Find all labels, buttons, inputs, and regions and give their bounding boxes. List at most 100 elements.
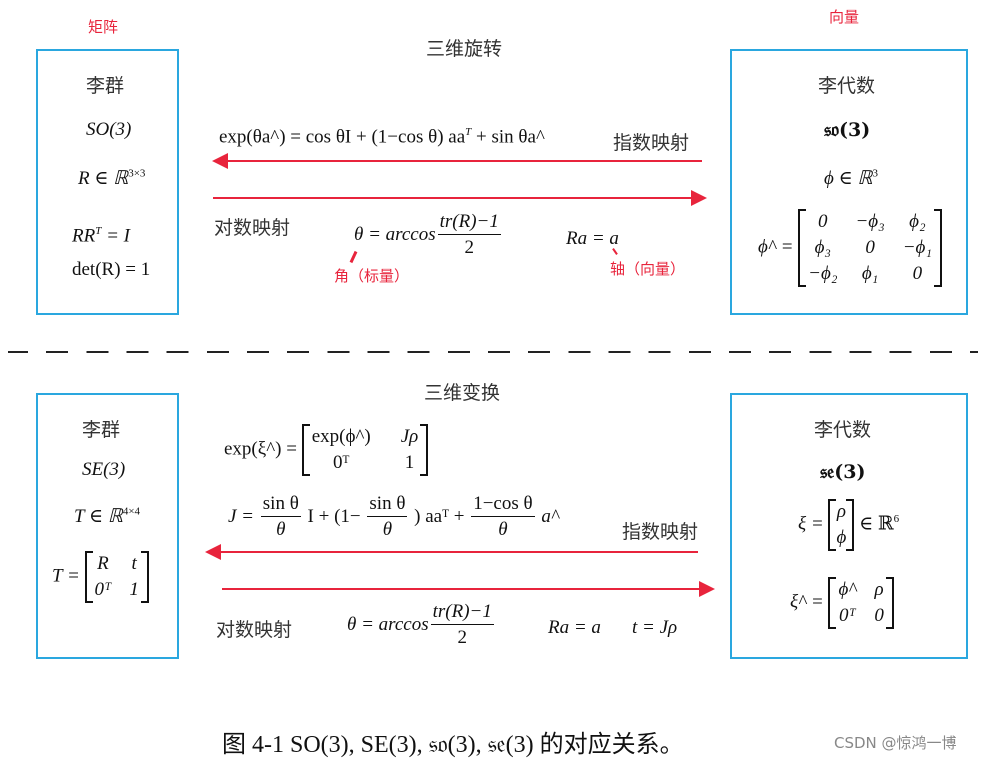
theta-denominator: 2 (464, 237, 474, 258)
matrix-cell: 0ᵀ (94, 579, 112, 600)
matrix-note: 矩阵 (88, 18, 119, 36)
xi-dim: 6 (893, 513, 900, 526)
matrix-cell: −ϕ₃ (855, 211, 885, 232)
angle-note: 角（标量） (334, 267, 410, 285)
determinant: det(R) = 1 (72, 259, 151, 280)
orthogonality: RRT = I (72, 225, 130, 247)
j-lhs: J = (228, 505, 255, 527)
matrix-cell: 1 (404, 452, 415, 473)
exp-map-arrow (212, 153, 702, 169)
matrix-cell: 0 (865, 237, 875, 258)
theta-lhs: θ = arccos (347, 613, 429, 635)
j-mid: I + (1− (307, 505, 361, 527)
vector-cell: ρ (836, 501, 846, 522)
se3-exp-matrix: exp(ϕ^) Jρ 0ᵀ 1 (301, 424, 429, 476)
rrt: RR (72, 225, 96, 247)
matrix-cell: 1 (129, 579, 139, 600)
j-frac2-num: sin θ (367, 492, 408, 517)
theta-denominator: 2 (457, 627, 467, 648)
se3-name: SE(3) (82, 459, 126, 480)
matrix-cell: 0ᵀ (333, 452, 350, 473)
transform-title: 三维变换 (424, 382, 501, 404)
xi-hat-lhs: ξ^ = (790, 591, 824, 613)
so3-name: SO(3) (86, 119, 132, 140)
phi-in: ϕ ∈ ℝ (824, 168, 873, 189)
matrix-cell: R (97, 553, 109, 574)
translation-formula: t = Jρ (632, 617, 678, 638)
theta-numerator: tr(R)−1 (437, 210, 501, 235)
log-map-label: 对数映射 (214, 217, 291, 239)
theta-lhs: θ = arccos (354, 223, 436, 245)
so3-axis-formula: Ra = a (566, 228, 619, 249)
phi-dim: 3 (872, 167, 878, 180)
matrix-cell: t (131, 553, 137, 574)
j-mid2: ) aaᵀ + (414, 505, 465, 527)
skew-matrix: 0 −ϕ₃ ϕ₂ ϕ₃ 0 −ϕ₁ −ϕ₂ ϕ₁ 0 (798, 209, 942, 287)
matrix-cell: −ϕ₂ (808, 263, 838, 284)
matrix-cell: −ϕ₁ (902, 237, 932, 258)
vector-cell: ϕ (836, 527, 847, 548)
t-in: T ∈ ℝ (74, 506, 123, 527)
j-frac3-num: 1−cos θ (471, 492, 535, 517)
so3-group-box: 李群 SO(3) R ∈ ℝ3×3 RRT = I det(R) = 1 (36, 49, 179, 315)
vector-note: 向量 (829, 8, 860, 26)
matrix-cell: exp(ϕ^) (311, 426, 371, 447)
lie-algebra-label: 李代数 (814, 419, 872, 441)
matrix-cell: 0 (912, 263, 923, 284)
r-dim: 3×3 (128, 167, 146, 180)
xi-eq: ξ = (798, 513, 824, 535)
exp-formula-tail: + sin θa^ (471, 126, 545, 148)
rrt-sup: T (95, 225, 102, 237)
rrt-eq: = I (101, 225, 130, 247)
t-membership: T ∈ ℝ4×4 (74, 505, 140, 528)
so3-algebra-name: 𝔰𝔬(3) (824, 119, 871, 141)
matrix-cell: ϕ₂ (909, 211, 926, 232)
so3-exp-formula: exp(θa^) = cos θI + (1−cos θ) aaT + sin … (219, 126, 545, 148)
exp-map-label: 指数映射 (622, 521, 699, 543)
theta-numerator: tr(R)−1 (430, 600, 494, 625)
matrix-cell: ϕ₃ (814, 237, 832, 258)
matrix-cell: ρ (874, 579, 884, 600)
log-map-arrow (222, 581, 715, 597)
matrix-cell: 0 (874, 605, 884, 626)
matrix-cell: Jρ (400, 426, 419, 447)
phi-membership: ϕ ∈ ℝ3 (824, 167, 878, 190)
log-map-label: 对数映射 (216, 619, 293, 641)
r-membership: R ∈ ℝ3×3 (78, 167, 145, 190)
rotation-title: 三维旋转 (426, 38, 503, 60)
r-in: R ∈ ℝ (78, 168, 129, 189)
t-dim: 4×4 (122, 505, 141, 518)
matrix-cell: 0 (818, 211, 828, 232)
j-frac3-den: θ (498, 519, 508, 540)
matrix-cell: ϕ₁ (861, 263, 879, 284)
lie-group-label: 李群 (82, 419, 121, 441)
section-divider (8, 351, 978, 353)
se3-exp-lhs: exp(ξ^) = (224, 438, 297, 460)
watermark: CSDN @惊鸿一博 (834, 734, 957, 752)
j-frac1-den: θ (276, 519, 286, 540)
j-frac1-num: sin θ (260, 492, 301, 517)
figure-caption: 图 4-1 SO(3), SE(3), 𝔰𝔬(3), 𝔰𝔢(3) 的对应关系。 (222, 732, 684, 758)
se3-algebra-name: 𝔰𝔢(3) (820, 461, 866, 483)
j-frac2-den: θ (382, 519, 393, 540)
log-map-arrow (213, 190, 707, 206)
lie-algebra-label: 李代数 (818, 75, 876, 97)
j-tail: a^ (541, 505, 559, 527)
se3-axis-formula: Ra = a (548, 617, 601, 638)
exp-map-label: 指数映射 (613, 132, 690, 154)
t-eq: T = (52, 565, 80, 587)
lie-group-label: 李群 (86, 75, 125, 97)
